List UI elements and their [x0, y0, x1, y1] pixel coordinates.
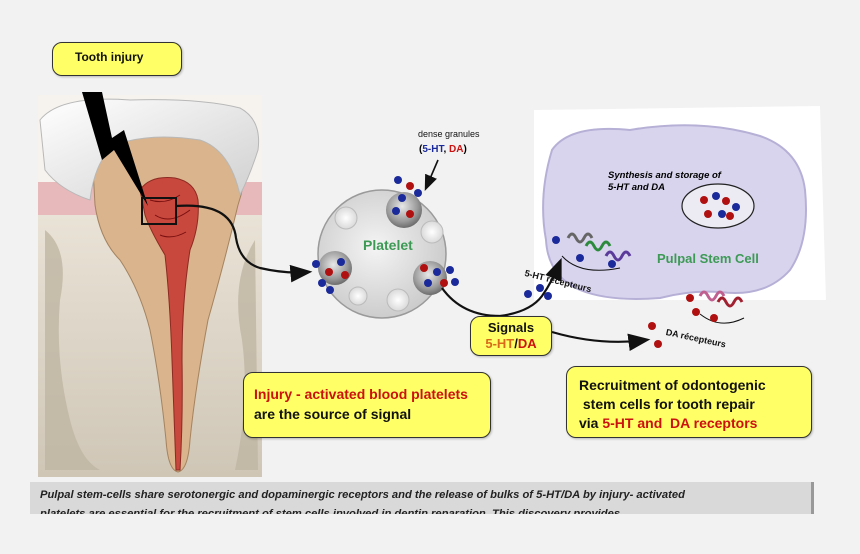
platelet-source-line1: Injury - activated blood platelets [254, 386, 468, 402]
lightning-bolt-icon [82, 92, 148, 206]
recruitment-box: Recruitment of odontogenic stem cells fo… [566, 366, 812, 438]
dense-granules-list: (5-HT, DA) [419, 144, 467, 155]
arrow-tooth-to-platelet [175, 204, 313, 283]
platelet-icon [317, 189, 447, 319]
stem-cell-label: Pulpal Stem Cell [657, 251, 759, 266]
recruitment-line3-red: 5-HT and DA receptors [602, 415, 758, 431]
recruitment-line3: via 5-HT and DA receptors [579, 414, 811, 433]
tooth-illustration [38, 95, 262, 477]
receptor-icon [552, 232, 632, 271]
dense-granules-5ht: 5-HT [422, 144, 444, 155]
caption-line1: Pulpal stem-cells share serotonergic and… [40, 489, 685, 501]
arrow-dense-granules [424, 159, 439, 191]
dense-granules-close: ) [463, 144, 467, 155]
signals-title: Signals [487, 320, 535, 335]
caption-box: Pulpal stem-cells share serotonergic and… [30, 482, 814, 514]
recruitment-line2: stem cells for tooth repair [579, 396, 755, 412]
signals-5ht: 5-HT [485, 336, 515, 351]
dense-granules-label: dense granules [418, 129, 480, 139]
recruitment-line1: Recruitment of odontogenic [579, 377, 766, 393]
synthesis-label: Synthesis and storage of 5-HT and DA [608, 170, 758, 194]
tooth-injury-label: Tooth injury [75, 50, 144, 64]
signals-box: Signals 5-HT/DA [470, 316, 552, 356]
dense-granules-sep: , [443, 144, 450, 155]
signals-molecules: 5-HT/DA [471, 336, 551, 352]
arrow-to-5ht-receptors [441, 257, 562, 318]
da-receptor-icon [686, 290, 745, 324]
granule-molecules [312, 176, 459, 294]
released-molecules [524, 284, 662, 348]
tooth-injury-box: Tooth injury [52, 42, 182, 76]
synthesis-line2: 5-HT and DA [608, 182, 665, 193]
synthesis-line1: Synthesis and storage of [608, 170, 721, 181]
platelet-source-line2: are the source of signal [254, 406, 412, 422]
bottom-band [0, 514, 860, 554]
platelet-source-box: Injury - activated blood platelets are t… [243, 372, 491, 438]
platelet-label: Platelet [363, 237, 413, 253]
injury-zoom-square [141, 197, 177, 225]
arrow-to-da-receptors [551, 330, 651, 351]
signals-slash: / [514, 336, 518, 351]
signals-da: DA [517, 336, 537, 351]
recruitment-line3-prefix: via [579, 415, 603, 431]
dense-granules-da: DA [449, 144, 464, 155]
stem-cell-icon [534, 106, 826, 300]
dense-granules-open: ( [419, 144, 423, 155]
caption-line2: platelets are essential for the recruitm… [40, 508, 621, 514]
